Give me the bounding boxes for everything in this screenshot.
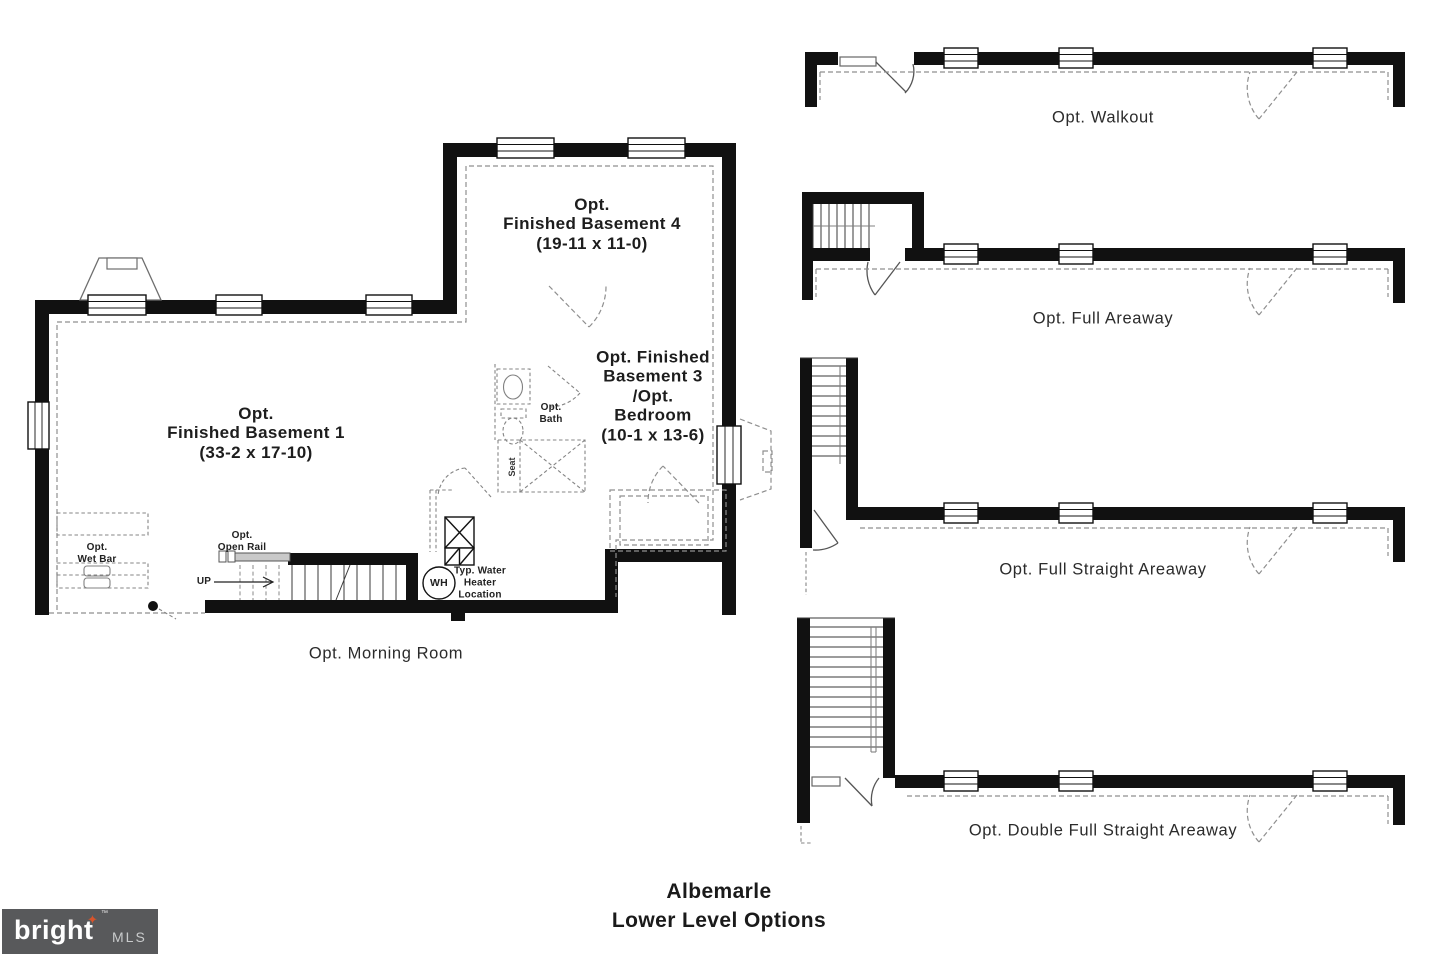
window xyxy=(943,770,979,792)
window xyxy=(27,401,50,450)
door-leaf-dashed xyxy=(464,467,492,498)
toilet-bowl xyxy=(502,417,524,445)
entry-door xyxy=(812,509,839,551)
closet-dashed xyxy=(609,489,727,552)
perimeter-dashed-line xyxy=(56,165,714,610)
column-dot xyxy=(148,601,158,611)
window xyxy=(1312,770,1348,792)
utility-dashed-walls xyxy=(429,467,492,552)
main-floor-plan xyxy=(27,137,773,621)
wh-circle xyxy=(422,566,456,600)
window xyxy=(87,294,147,316)
label-opt-bath: Opt.Bath xyxy=(539,402,563,425)
door-leaf-dashed xyxy=(548,285,590,328)
window xyxy=(943,47,979,69)
window xyxy=(1312,47,1348,69)
bedroom xyxy=(548,285,773,552)
stair-break-line xyxy=(335,564,351,601)
bath-door-leaf xyxy=(547,365,581,394)
label-finished-basement-1: Opt.Finished Basement 1(33-2 x 17-10) xyxy=(167,403,345,462)
up-arrow xyxy=(214,576,275,588)
label-opt-full-areaway: Opt. Full Areaway xyxy=(1032,309,1174,328)
shower xyxy=(497,439,586,493)
areaway-stairs xyxy=(812,204,875,248)
bath xyxy=(494,364,586,493)
label-opt-full-straight-areaway: Opt. Full Straight Areaway xyxy=(999,560,1207,579)
door-swing-dashed xyxy=(1246,267,1260,316)
window xyxy=(627,137,686,159)
window xyxy=(716,425,742,485)
water-heater-symbol xyxy=(444,516,475,566)
entry-door xyxy=(811,776,880,807)
label-opt-double-full-straight-areaway: Opt. Double Full Straight Areaway xyxy=(968,821,1238,840)
wet-bar xyxy=(56,512,177,620)
window xyxy=(496,137,555,159)
door-leaf-dashed xyxy=(662,465,700,504)
window xyxy=(943,243,979,265)
window xyxy=(1312,243,1348,265)
window xyxy=(1312,502,1348,524)
door-leaf-dashed xyxy=(1258,526,1298,575)
toilet-tank xyxy=(500,408,527,419)
plan-subtitle: Lower Level Options xyxy=(611,908,827,932)
logo-star-icon: ✦ xyxy=(87,912,98,927)
door-leaf-dashed xyxy=(1258,794,1298,843)
window xyxy=(943,502,979,524)
label-wh: WH xyxy=(430,576,448,589)
door-swing-dashed xyxy=(647,465,664,504)
door-swing-dashed xyxy=(1246,526,1260,575)
main-stairs xyxy=(214,550,397,601)
entry-door xyxy=(866,261,901,296)
window xyxy=(1058,502,1094,524)
window xyxy=(365,294,413,316)
window xyxy=(1058,243,1094,265)
label-opt-walkout: Opt. Walkout xyxy=(1052,108,1154,127)
full-straight-areaway-diagram xyxy=(800,357,1405,595)
bright-mls-logo: bright ✦ ™ MLS xyxy=(2,909,158,954)
fireplace xyxy=(78,257,163,301)
window xyxy=(215,294,263,316)
window xyxy=(1058,770,1094,792)
areaway-stairs xyxy=(812,365,846,464)
logo-trademark: ™ xyxy=(101,910,108,917)
label-open-rail: Opt.Open Rail xyxy=(217,530,267,553)
plan-title: Albemarle xyxy=(666,879,772,903)
door-swing-dashed xyxy=(1246,71,1260,120)
bay-window-dashed xyxy=(739,418,772,501)
sink xyxy=(502,374,524,400)
logo-suffix-text: MLS xyxy=(112,929,147,945)
bath-door-swing xyxy=(548,392,581,408)
walkout-diagram xyxy=(805,47,1405,120)
label-morning-room: Opt. Morning Room xyxy=(308,644,464,663)
double-full-straight-areaway-diagram xyxy=(797,617,1405,844)
windows xyxy=(27,137,742,485)
label-finished-basement-4: Opt.Finished Basement 4(19-11 x 11-0) xyxy=(503,194,681,253)
door-swing-dashed xyxy=(437,467,466,497)
door-swing-dashed xyxy=(1246,794,1260,843)
wet-bar-sink xyxy=(83,565,111,577)
vanity xyxy=(496,368,531,405)
logo-brand-text: bright xyxy=(14,915,94,945)
label-wet-bar: Opt.Wet Bar xyxy=(77,542,117,565)
door-leaf-dashed xyxy=(1258,71,1298,120)
full-areaway-diagram xyxy=(802,192,1405,316)
window xyxy=(1058,47,1094,69)
door-swing-dashed xyxy=(588,285,607,328)
label-up: UP xyxy=(196,576,212,588)
entry-door xyxy=(839,56,915,94)
label-seat: Seat xyxy=(507,457,517,477)
open-rail xyxy=(234,552,291,562)
areaway-stairs xyxy=(810,626,883,753)
door-leaf-dashed xyxy=(1258,267,1298,316)
newel-post xyxy=(218,550,227,563)
